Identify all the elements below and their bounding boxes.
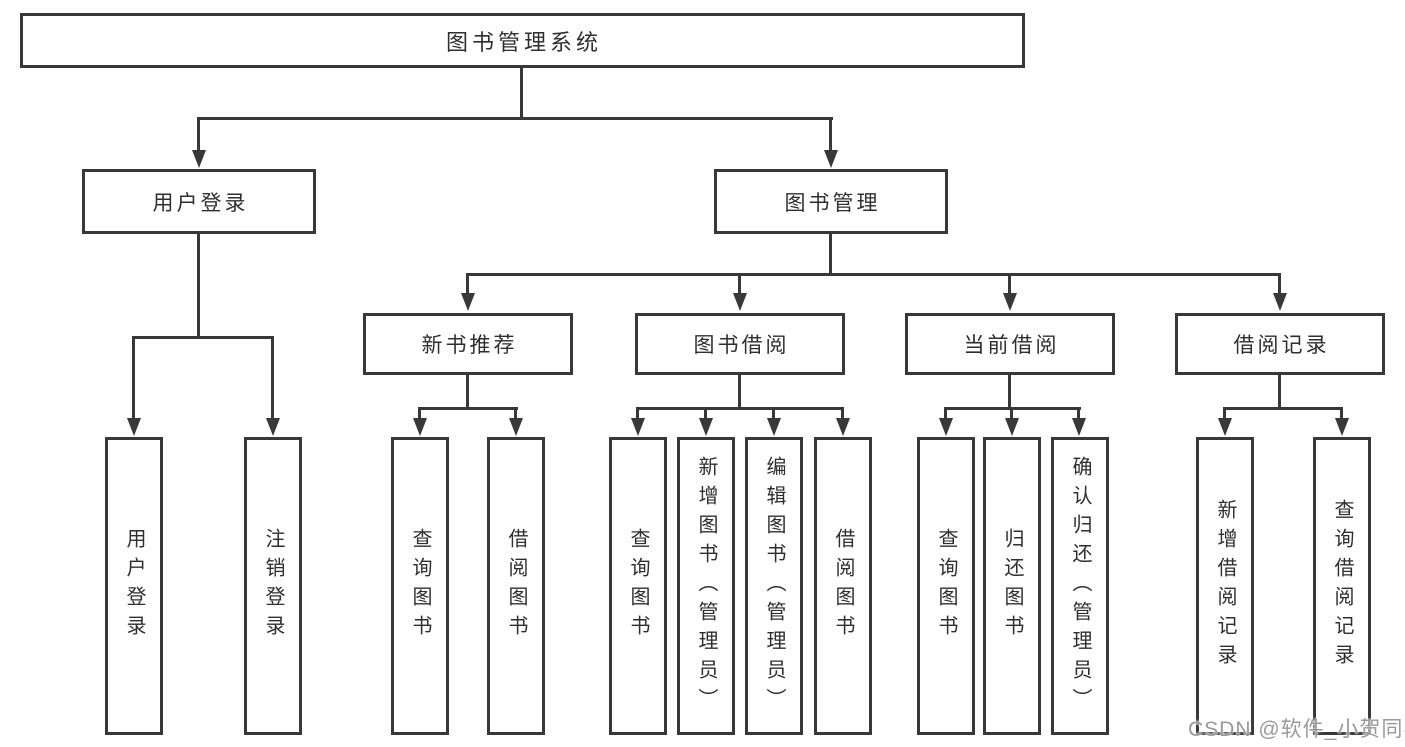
connector-line [944,407,947,420]
node-cb-query-books: 查询图书 [917,437,975,735]
node-br-add-borrow-record: 新增借阅记录 [1196,437,1254,735]
connector-line [514,407,517,420]
arrow-down-icon [631,418,645,436]
arrow-down-icon [1335,418,1349,436]
connector-line [636,407,639,420]
node-book-borrow: 图书借阅 [635,313,845,375]
node-logout-action: 注销登录 [244,437,302,735]
arrow-down-icon [127,418,141,436]
connector-line [1340,407,1343,420]
node-br-query-borrow-record: 查询借阅记录 [1313,437,1371,735]
connector-line [520,68,523,117]
connector-line [132,336,135,420]
node-cb-return-books: 归还图书 [983,437,1041,735]
node-new-book-recommend: 新书推荐 [363,313,573,375]
arrow-down-icon [767,418,781,436]
arrow-down-icon [939,418,953,436]
arrow-down-icon [699,418,713,436]
connector-line [829,117,832,152]
connector-line [466,375,469,410]
node-bb-add-books-admin: 新增图书（管理员） [677,437,735,735]
arrow-down-icon [1072,418,1086,436]
connector-line [197,117,200,152]
node-bb-query-books: 查询图书 [609,437,667,735]
arrow-down-icon [836,418,850,436]
arrow-down-icon [509,418,523,436]
connector-line [271,336,274,420]
connector-line [132,336,274,339]
connector-line [1077,407,1080,420]
connector-line [1008,375,1011,410]
node-root: 图书管理系统 [20,13,1025,68]
arrow-down-icon [461,293,475,311]
arrow-down-icon [1003,293,1017,311]
node-nbr-borrow-books: 借阅图书 [487,437,545,735]
arrow-down-icon [1005,418,1019,436]
connector-line [466,273,469,295]
node-borrow-records: 借阅记录 [1175,313,1385,375]
connector-line [418,407,421,420]
arrow-down-icon [824,150,838,168]
connector-line [738,375,741,410]
arrow-down-icon [1273,293,1287,311]
node-book-management: 图书管理 [714,169,948,234]
connector-line [1010,407,1013,420]
connector-line [418,407,518,410]
connector-line [704,407,707,420]
arrow-down-icon [1218,418,1232,436]
node-bb-borrow-books: 借阅图书 [814,437,872,735]
connector-line [636,407,844,410]
connector-line [772,407,775,420]
node-cb-confirm-return-admin: 确认归还（管理员） [1051,437,1109,735]
connector-line [829,234,832,276]
node-user-login: 用户登录 [82,169,316,234]
arrow-down-icon [266,418,280,436]
connector-line [197,117,833,120]
node-user-login-action: 用户登录 [105,437,163,735]
connector-line [841,407,844,420]
connector-line [1008,273,1011,295]
watermark: CSDN @软件_小贺同学 [1188,718,1405,741]
arrow-down-icon [192,150,206,168]
connector-line [197,234,200,339]
arrow-down-icon [413,418,427,436]
connector-line [1223,407,1343,410]
node-current-borrow: 当前借阅 [905,313,1115,375]
connector-line [466,273,1281,276]
node-nbr-query-books: 查询图书 [391,437,449,735]
node-bb-edit-books-admin: 编辑图书（管理员） [745,437,803,735]
arrow-down-icon [733,293,747,311]
connector-line [1278,375,1281,410]
connector-line [1223,407,1226,420]
connector-line [738,273,741,295]
connector-line [1278,273,1281,295]
